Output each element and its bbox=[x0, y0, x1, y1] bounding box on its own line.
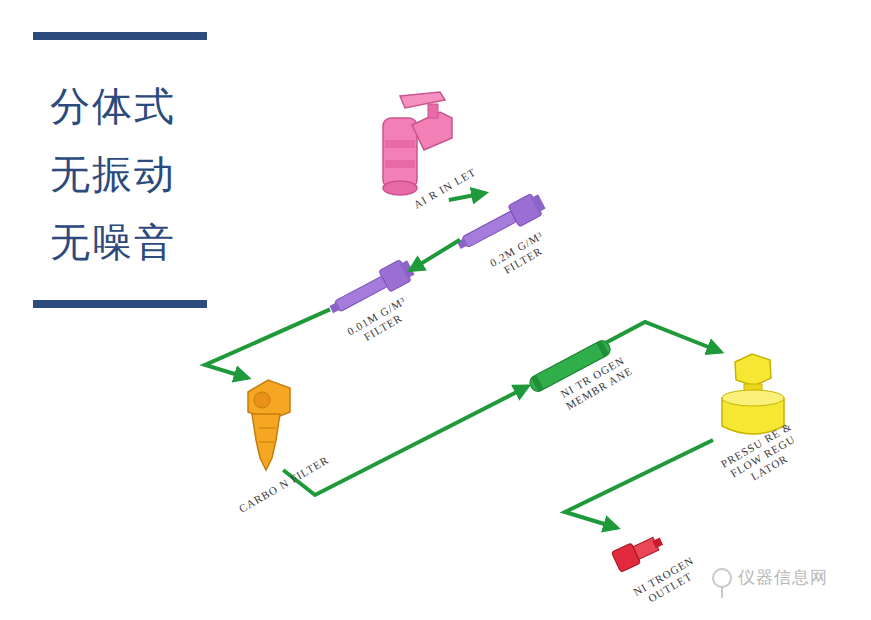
flow-arrow bbox=[205, 309, 330, 378]
component-node: 0.01M G/M³ FILTER bbox=[330, 260, 410, 312]
component-node: PRESSU RE & FLOW REGU LATOR bbox=[713, 352, 793, 440]
carbon-filter-icon bbox=[248, 380, 290, 470]
watermark-icon bbox=[713, 569, 731, 598]
component-node: NI TR OGEN MEMBR ANE bbox=[528, 343, 614, 391]
flow-arrow bbox=[283, 386, 528, 495]
title-text: 分体式 无振动 无噪音 bbox=[50, 72, 190, 276]
component-label: CARBO N FILTER bbox=[220, 443, 348, 524]
component-label: 0.2M G/M³ FILTER bbox=[479, 224, 561, 287]
flow-arrow bbox=[605, 322, 721, 352]
component-label: AI R IN LET bbox=[403, 160, 487, 216]
component-label: NI TROGEN OUTLET bbox=[627, 551, 708, 613]
title-bar bbox=[33, 300, 207, 308]
component-label: PRESSU RE & FLOW REGU LATOR bbox=[705, 411, 821, 501]
flow-arrow bbox=[565, 440, 713, 528]
flow-arrow bbox=[410, 240, 460, 271]
component-node: 0.2M G/M³ FILTER bbox=[460, 193, 545, 245]
faucet-icon bbox=[383, 92, 452, 195]
component-node: NI TROGEN OUTLET bbox=[605, 528, 667, 578]
flow-arrow bbox=[449, 193, 486, 200]
component-node: CARBO N FILTER bbox=[240, 378, 294, 470]
component-label: NI TR OGEN MEMBR ANE bbox=[555, 352, 637, 415]
component-label: 0.01M G/M³ FILTER bbox=[335, 289, 424, 356]
outlet-icon bbox=[611, 531, 666, 572]
regulator-icon bbox=[722, 354, 784, 434]
component-node: AI R IN LET bbox=[375, 88, 457, 200]
title-bar bbox=[33, 32, 207, 40]
watermark: 仪器信息网 bbox=[738, 566, 828, 589]
